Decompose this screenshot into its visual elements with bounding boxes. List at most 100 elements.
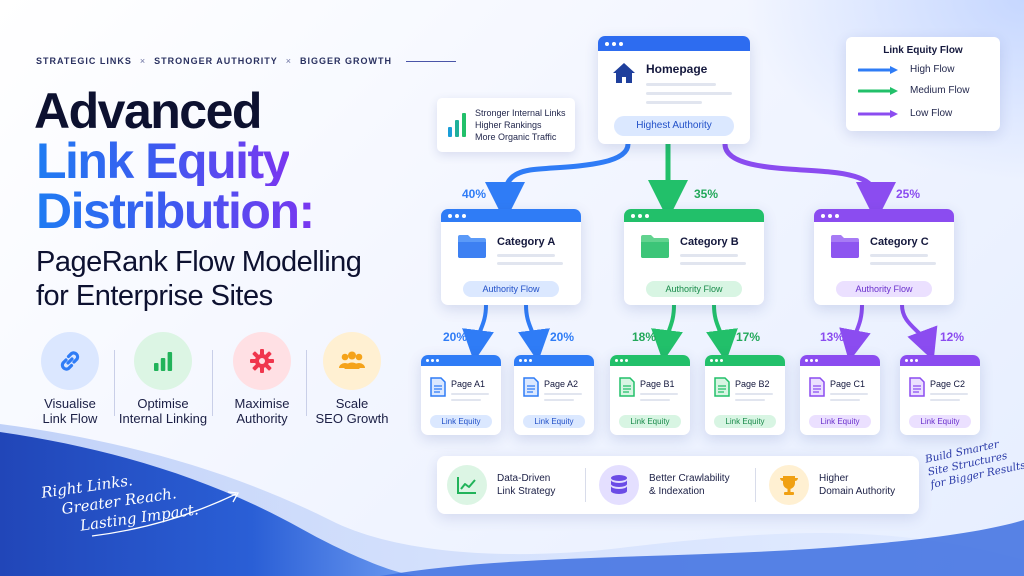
tagline-separator: × [139,56,147,66]
people-icon [323,332,381,390]
page-card-b2: Page B2 Link Equity [705,355,785,435]
legend-item-medium: Medium Flow [858,85,969,96]
category-card-b: Category B Authority Flow [624,209,764,305]
title-line-3: Distribution: [36,183,315,239]
flow-pct-cat-c: 25% [896,187,921,201]
title-line-1: Advanced [34,83,262,139]
link-icon [41,332,99,390]
page-label: Page C2 [930,379,966,389]
page-badge: Link Equity [714,415,776,428]
flow-arrow-cat-a-to-a1 [462,303,494,362]
document-icon [523,377,539,397]
feature-maximise: Maximise Authority [216,332,308,426]
tagline-item: STRONGER AUTHORITY [154,56,278,66]
feature-line-1: Optimise [137,396,189,411]
document-icon [909,377,925,397]
page-label: Page A2 [544,379,579,389]
flow-pct-page-b1: 18% [632,330,657,344]
stats-line: Stronger Internal Links [475,108,566,118]
feature-line-2: Authority [236,411,288,426]
legend-label: High Flow [910,64,955,75]
flow-arrow-cat-a-to-a2 [518,303,550,362]
flow-arrow-cat-b-to-b1 [651,303,683,362]
folder-icon [641,235,669,258]
feature-divider [212,350,213,416]
page-card-a1: Page A1 Link Equity [421,355,501,435]
page-label: Page C1 [830,379,866,389]
legend-title: Link Equity Flow [883,45,963,56]
page-badge: Link Equity [430,415,492,428]
page-badge: Link Equity [523,415,585,428]
flow-arrow-cat-c-to-c1 [839,303,871,362]
category-label: Category A [497,236,556,248]
legend-label: Medium Flow [910,85,970,96]
feature-divider [306,350,307,416]
document-icon [619,377,635,397]
home-icon [613,63,635,83]
stats-box: Stronger Internal Links Higher Rankings … [437,98,575,152]
page-card-a2: Page A2 Link Equity [514,355,594,435]
feature-scale: Scale SEO Growth [306,332,398,426]
feature-line-2: SEO Growth [315,411,389,426]
flow-arrow-cat-c-to-c2 [900,303,938,361]
arrow-right-icon [858,65,898,74]
homepage-label: Homepage [646,62,708,76]
benefit-divider [585,468,586,502]
tagline-rule [406,60,457,62]
flow-pct-cat-b: 35% [694,187,719,201]
subtitle-line-1: PageRank Flow Modelling [36,246,362,278]
flow-pct-page-b2: 17% [736,330,761,344]
category-label: Category B [680,236,739,248]
stats-line: More Organic Traffic [475,132,557,142]
benefit-line: Better Crawlability [649,473,730,484]
legend-item-low: Low Flow [858,108,952,119]
folder-icon [458,235,486,258]
window-titlebar [441,209,581,222]
folder-icon [831,235,859,258]
tagline-item: STRATEGIC LINKS [36,56,132,66]
document-icon [809,377,825,397]
script-arrow [91,493,237,537]
page-label: Page A1 [451,379,486,389]
flow-arrow-home-to-cat-a [485,141,631,222]
title-line-2: Link Equity [36,133,290,189]
window-titlebar [598,36,750,51]
flow-pct-page-a2: 20% [550,330,575,344]
arrow-right-icon [858,86,898,95]
benefit-line: Data-Driven [497,473,551,484]
benefit-line: Higher [819,473,849,484]
feature-divider [114,350,115,416]
document-icon [430,377,446,397]
trend-chart-icon [447,465,487,505]
flow-pct-cat-a: 40% [462,187,487,201]
category-card-a: Category A Authority Flow [441,209,581,305]
flow-pct-page-c1: 13% [820,330,845,344]
homepage-card: Homepage Highest Authority [598,36,750,144]
legend-label: Low Flow [910,108,953,119]
tagline-separator: × [285,56,293,66]
bar-chart-icon [448,113,466,137]
stats-line: Higher Rankings [475,120,542,130]
window-titlebar [624,209,764,222]
feature-optimise: Optimise Internal Linking [117,332,209,426]
window-titlebar [814,209,954,222]
page-card-b1: Page B1 Link Equity [610,355,690,435]
category-badge: Authority Flow [646,281,742,297]
page-card-c2: Page C2 Link Equity [900,355,980,435]
feature-line-1: Scale [335,396,369,411]
category-card-c: Category C Authority Flow [814,209,954,305]
page-card-c1: Page C1 Link Equity [800,355,880,435]
benefit-line: Domain Authority [819,486,896,497]
benefit-line: & Indexation [649,486,705,497]
flow-pct-page-a1: 20% [443,330,468,344]
category-label: Category C [870,236,929,248]
trophy-icon [769,465,809,505]
page-badge: Link Equity [909,415,971,428]
feature-line-1: Visualise [44,396,96,411]
benefit-line: Link Strategy [497,486,556,497]
page-badge: Link Equity [809,415,871,428]
category-badge: Authority Flow [836,281,932,297]
